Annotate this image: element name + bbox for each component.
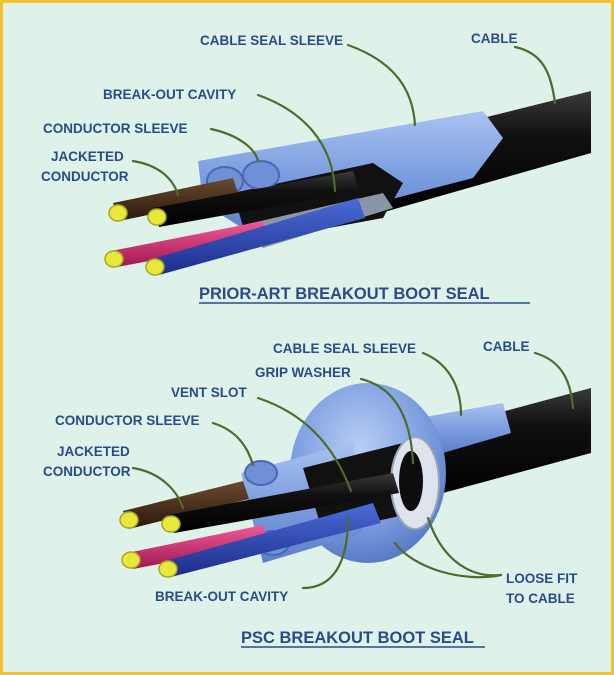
conductor-blue bbox=[153, 198, 365, 275]
label-to-cable: TO CABLE bbox=[506, 591, 575, 606]
title-psc: PSC BREAKOUT BOOT SEAL bbox=[241, 629, 474, 647]
leader-line bbox=[131, 159, 180, 197]
leader-line bbox=[346, 43, 417, 127]
label-conductor: CONDUCTOR bbox=[43, 464, 131, 479]
leader-line bbox=[211, 421, 255, 467]
leader-line bbox=[421, 351, 463, 417]
conductor-sleeve-end bbox=[244, 460, 278, 486]
label-conductor-sleeve: CONDUCTOR SLEEVE bbox=[55, 413, 200, 428]
conductor-blue bbox=[165, 503, 381, 577]
cable-body bbox=[423, 388, 591, 493]
conductor-tip bbox=[145, 258, 165, 276]
conductor-tip bbox=[147, 208, 167, 226]
conductor-brown bbox=[123, 481, 249, 529]
conductor-brown bbox=[113, 178, 239, 221]
conductor-magenta bbox=[127, 525, 269, 569]
label-conductor: CONDUCTOR bbox=[41, 169, 129, 184]
conductor-tip bbox=[108, 204, 128, 222]
grip-washer-hole bbox=[399, 451, 423, 511]
label-jacketed: JACKETED bbox=[57, 444, 130, 459]
label-break-out-cavity: BREAK-OUT CAVITY bbox=[155, 589, 288, 604]
leader-line bbox=[513, 45, 557, 105]
label-cable: CABLE bbox=[483, 339, 530, 354]
leader-line bbox=[301, 516, 350, 590]
conductor-black bbox=[168, 473, 399, 533]
conductor-black bbox=[153, 171, 359, 227]
conductor-magenta bbox=[111, 221, 269, 267]
label-jacketed: JACKETED bbox=[51, 149, 124, 164]
conductor-tip bbox=[161, 515, 181, 533]
conductor-tip bbox=[119, 511, 139, 529]
leader-line bbox=[209, 127, 260, 163]
leader-line bbox=[256, 93, 337, 193]
label-break-out-cavity: BREAK-OUT CAVITY bbox=[103, 87, 236, 102]
title-prior-art: PRIOR-ART BREAKOUT BOOT SEAL bbox=[199, 285, 490, 303]
leader-line bbox=[393, 541, 503, 579]
label-grip-washer: GRIP WASHER bbox=[255, 365, 351, 380]
conductor-tip bbox=[158, 560, 178, 578]
diagram-canvas: CABLE SEAL SLEEVE CABLE BREAK-OUT CAVITY… bbox=[41, 31, 591, 648]
conductor-tip bbox=[121, 551, 141, 569]
prior-art-seal-drawing bbox=[104, 91, 591, 276]
label-cable-seal-sleeve: CABLE SEAL SLEEVE bbox=[200, 33, 343, 48]
leader-line bbox=[426, 516, 503, 577]
conductor-sleeve-end bbox=[242, 160, 280, 190]
label-conductor-sleeve: CONDUCTOR SLEEVE bbox=[43, 121, 188, 136]
conductor-tip bbox=[104, 250, 124, 268]
leader-line bbox=[131, 466, 185, 510]
label-loose-fit: LOOSE FIT bbox=[506, 571, 578, 586]
label-cable: CABLE bbox=[471, 31, 518, 46]
leader-line bbox=[533, 351, 575, 410]
label-vent-slot: VENT SLOT bbox=[171, 385, 248, 400]
leader-line bbox=[359, 377, 415, 465]
leader-line bbox=[256, 396, 353, 493]
label-cable-seal-sleeve: CABLE SEAL SLEEVE bbox=[273, 341, 416, 356]
